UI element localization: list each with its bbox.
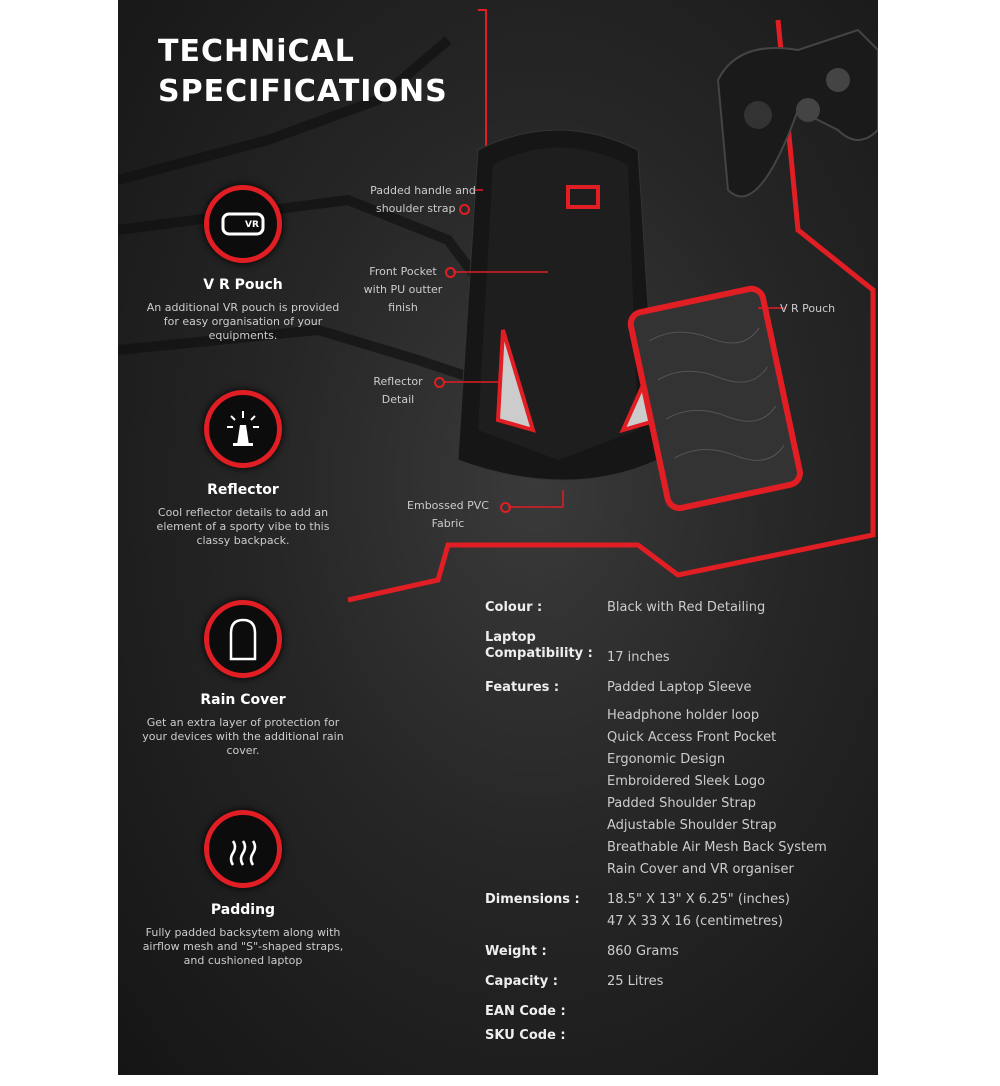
spec-values: 25 Litres [607,974,663,996]
feature-title: Reflector [207,482,279,498]
title-line-2: SPECIFICATIONS [158,74,448,109]
backpack-image [457,129,665,481]
spec-values: Black with Red Detailing [607,600,765,622]
spec-value: Ergonomic Design [607,752,726,767]
svg-text:VR: VR [245,220,259,230]
spec-value: Padded Shoulder Strap [607,796,757,811]
spec-value: Headphone holder loop [607,708,760,723]
spec-label: Colour : [485,600,543,615]
callout-front-pocket: Front Pocket with PU outter finish [363,265,443,314]
spec-values: 18.5" X 13" X 6.25" (inches) 47 X 33 X 16… [607,892,790,936]
callout-pvc: Embossed PVC Fabric [407,499,489,530]
feature-title: V R Pouch [203,277,283,293]
spec-label: Capacity : [485,974,558,989]
feature-vr-pouch: VR V R Pouch An additional VR pouch is p… [138,185,348,343]
spec-value: Rain Cover and VR organiser [607,862,794,877]
callout-dot-icon [459,203,471,215]
padding-icon [204,810,282,888]
spec-value: 25 Litres [607,974,664,989]
feature-title: Padding [210,902,276,918]
game-controller-image [716,28,878,198]
spec-value: Black with Red Detailing [607,600,766,615]
spec-label: Dimensions : [485,892,580,907]
spec-value: 17 inches [607,650,670,665]
reflector-icon [204,390,282,468]
feature-reflector: Reflector Cool reflector details to add … [138,390,348,548]
feature-description: An additional VR pouch is provided for e… [146,301,340,342]
spec-poster: TECHNiCAL SPECIFICATIONS VR V R Pouch An … [118,0,878,1075]
callout-dot-icon [445,267,456,278]
spec-label: Features : [485,680,560,695]
spec-row: SKU Code : [485,1028,827,1044]
vr-headset-icon: VR [204,185,282,263]
vr-pouch-image [627,285,803,512]
spec-row: Weight : 860 Grams [485,944,827,966]
spec-row: Dimensions : 18.5" X 13" X 6.25" (inches)… [485,892,827,936]
spec-value: Quick Access Front Pocket [607,730,777,745]
callout-dot-icon [434,377,445,388]
callout-vr-pouch: V R Pouch [780,302,836,315]
spec-value: 47 X 33 X 16 (centimetres) [607,914,783,929]
spec-value: Padded Laptop Sleeve [607,680,752,695]
feature-description: Fully padded backsytem along with airflo… [142,926,344,967]
spec-row: EAN Code : [485,1004,827,1020]
feature-description: Get an extra layer of protection for you… [142,716,344,757]
spec-value: 18.5" X 13" X 6.25" (inches) [607,892,790,907]
callout-dot-icon [500,502,511,513]
spec-values: 17 inches [607,630,670,672]
spec-row: Colour : Black with Red Detailing [485,600,827,622]
red-accent-line [347,19,876,603]
background-graphics [118,9,878,603]
spec-label: Weight : [485,944,547,959]
spec-label: EAN Code : [485,1004,566,1019]
spec-label: SKU Code : [485,1028,566,1043]
spec-values: 860 Grams [607,944,679,966]
callout-reflector: Reflector Detail [373,375,423,406]
spec-value: Breathable Air Mesh Back System [607,840,827,855]
title-line-1: TECHNiCAL [158,34,355,69]
spec-value: Adjustable Shoulder Strap [607,818,777,833]
spec-row: Capacity : 25 Litres [485,974,827,996]
feature-padding: Padding Fully padded backsytem along wit… [138,810,348,968]
spec-value: Embroidered Sleek Logo [607,774,766,789]
feature-description: Cool reflector details to add an element… [156,506,330,547]
spec-row: Laptop Compatibility : 17 inches [485,630,827,672]
feature-rain-cover: Rain Cover Get an extra layer of protect… [138,600,348,758]
spec-label: Laptop Compatibility : [485,630,593,661]
page-title: TECHNiCAL SPECIFICATIONS [158,32,448,112]
rain-cover-icon [204,600,282,678]
spec-value: 860 Grams [607,944,679,959]
callout-handle: Padded handle and shoulder strap [370,184,476,215]
feature-title: Rain Cover [200,692,286,708]
